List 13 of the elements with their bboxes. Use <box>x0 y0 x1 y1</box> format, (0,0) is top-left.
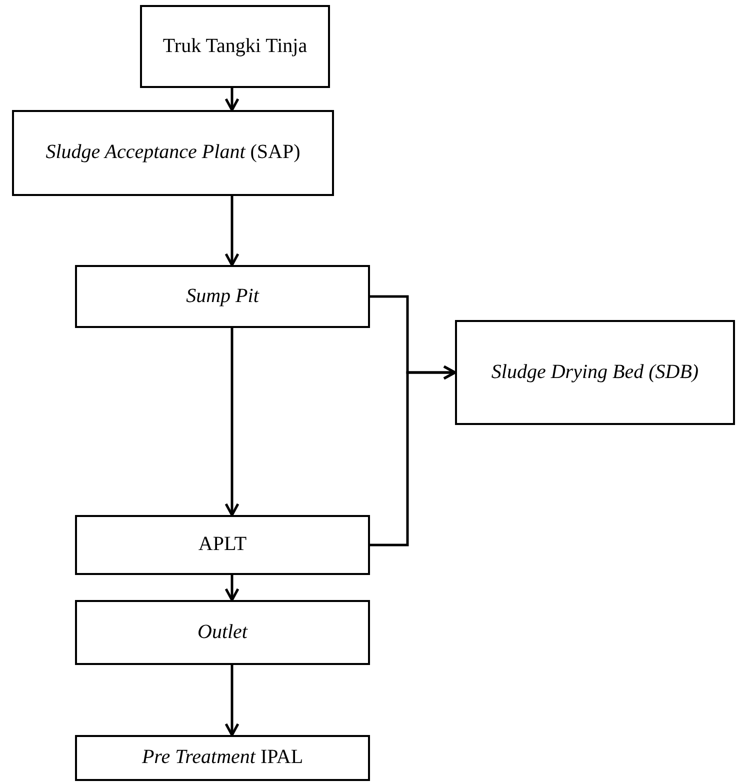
process-box: Sludge Acceptance Plant (SAP) <box>12 110 334 196</box>
process-box: Pre Treatment IPAL <box>75 735 370 781</box>
process-box: APLT <box>75 515 370 575</box>
arrow <box>224 196 240 266</box>
arrow <box>370 365 456 546</box>
process-box: Truk Tangki Tinja <box>140 5 330 88</box>
arrow <box>224 575 240 602</box>
arrow <box>224 88 240 112</box>
arrow <box>224 328 240 516</box>
process-box: Outlet <box>75 600 370 665</box>
process-box: Sump Pit <box>75 265 370 328</box>
arrow <box>224 665 240 736</box>
process-box: Sludge Drying Bed (SDB) <box>455 320 735 425</box>
